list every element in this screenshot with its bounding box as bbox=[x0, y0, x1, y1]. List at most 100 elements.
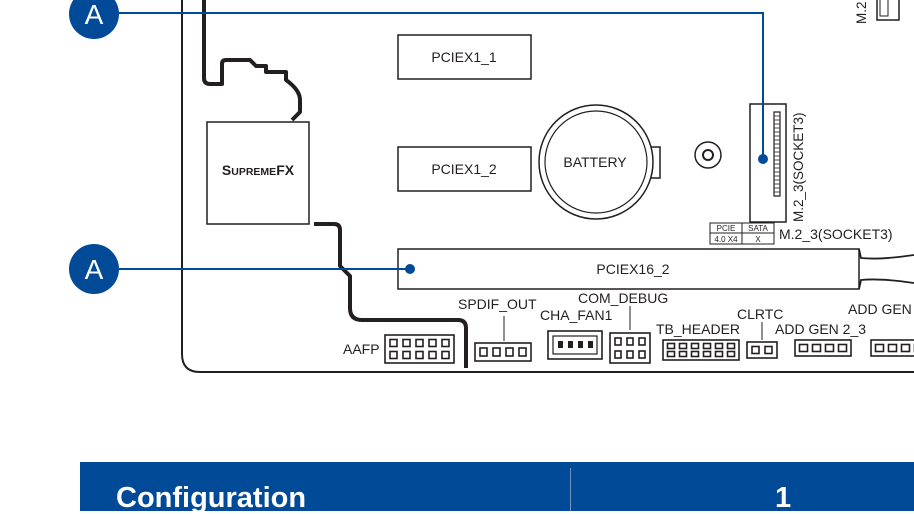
aafp-header-pin bbox=[441, 350, 450, 360]
add-gen-header-pin bbox=[874, 343, 885, 353]
spdif-out-label: SPDIF_OUT bbox=[458, 296, 537, 312]
tb-header-connector-pin bbox=[726, 350, 736, 358]
aafp-header-pin bbox=[428, 350, 437, 360]
add-gen-2-3-header-pin bbox=[798, 343, 809, 353]
tb-header-connector-pin bbox=[714, 342, 724, 350]
add-gen-2-3-header-pin bbox=[824, 343, 835, 353]
audio-isolation-line-bottom bbox=[314, 222, 468, 368]
spdif-out-header bbox=[474, 342, 532, 362]
pciex16-latch bbox=[858, 248, 914, 290]
add-gen-header-pin bbox=[887, 343, 898, 353]
column-divider bbox=[570, 468, 571, 511]
tb-header-connector-pin bbox=[726, 342, 736, 350]
tb-header-label: TB_HEADER bbox=[656, 321, 740, 337]
callout-bottom-target-dot bbox=[405, 264, 415, 274]
header-connectors bbox=[384, 330, 914, 364]
add-gen-2-3-header-pin bbox=[837, 343, 848, 353]
pciex1-1-slot bbox=[397, 34, 532, 80]
tb-header-connector-pin bbox=[690, 350, 700, 358]
m2-table-pcie-mode: 4.0 X4 bbox=[714, 235, 738, 244]
configuration-table-header: Configuration 1 bbox=[80, 462, 914, 514]
tb-header-connector-pin bbox=[678, 342, 688, 350]
spdif-out-header-pin bbox=[518, 347, 527, 357]
aafp-header-pin bbox=[402, 350, 411, 360]
spdif-out-header-housing bbox=[474, 342, 532, 362]
callout-top-target-dot bbox=[758, 154, 768, 164]
clrtc-header bbox=[746, 341, 778, 359]
pciex1-2-label: PCIEX1_2 bbox=[431, 161, 497, 177]
aafp-header-pin bbox=[389, 338, 398, 348]
aafp-header-pin bbox=[415, 350, 424, 360]
m2-top-label: M.2 bbox=[854, 1, 869, 24]
m2-table-sata-mode: X bbox=[755, 235, 761, 244]
clrtc-header-pin bbox=[751, 345, 760, 355]
clrtc-header-pin bbox=[764, 345, 773, 355]
supremefx-chip bbox=[206, 121, 310, 225]
standoff-inner bbox=[702, 149, 714, 161]
tb-header-connector-pin bbox=[690, 342, 700, 350]
tb-header-connector-pin bbox=[666, 350, 676, 358]
cha-fan1-label: CHA_FAN1 bbox=[540, 307, 613, 323]
add-gen-2-3-header bbox=[794, 339, 852, 357]
cha-fan1-pin bbox=[558, 341, 563, 348]
tb-header-connector-pin bbox=[702, 342, 712, 350]
m2-3-horizontal-label: M.2_3(SOCKET3) bbox=[779, 226, 893, 242]
audio-isolation-line-top bbox=[202, 0, 302, 122]
com-debug-header-pin bbox=[614, 350, 622, 359]
motherboard-layout-diagram: SUPREMEFX PCIEX1_1 PCIEX1_2 BATTERY M.2_… bbox=[69, 0, 914, 373]
aafp-label: AAFP bbox=[343, 341, 380, 357]
m2-top-socket bbox=[876, 0, 900, 21]
add-gen-2-3-label: ADD GEN 2_3 bbox=[775, 321, 866, 337]
cha-fan1-pin bbox=[578, 341, 583, 348]
m2-table-sata: SATA bbox=[748, 224, 768, 233]
supremefx-logo: SUPREMEFX bbox=[222, 162, 295, 178]
callout-bottom-circle bbox=[69, 244, 119, 294]
m2-pin-ticks bbox=[774, 115, 780, 193]
m2-table-pcie: PCIE bbox=[717, 224, 736, 233]
tb-header-connector-pin bbox=[666, 342, 676, 350]
tb-header-connector-pin bbox=[678, 350, 688, 358]
callout-top-circle bbox=[69, 0, 119, 39]
aafp-header-pin bbox=[441, 338, 450, 348]
add-gen-2-3-header-pin bbox=[811, 343, 822, 353]
battery-label: BATTERY bbox=[563, 154, 627, 170]
com-debug-label: COM_DEBUG bbox=[578, 290, 668, 306]
com-debug-header bbox=[609, 332, 651, 364]
m2-top-socket-inner bbox=[879, 0, 889, 17]
m2-3-vertical-label: M.2_3(SOCKET3) bbox=[791, 112, 806, 222]
spdif-out-header-pin bbox=[505, 347, 514, 357]
pciex1-2-slot bbox=[397, 146, 532, 192]
cha-fan1-connector bbox=[547, 330, 603, 360]
cha-fan1-socket bbox=[552, 335, 598, 355]
spdif-out-header-pin bbox=[492, 347, 501, 357]
add-gen-2-3-header-housing bbox=[794, 339, 852, 357]
pciex16-2-label: PCIEX16_2 bbox=[596, 261, 669, 277]
aafp-header-pin bbox=[389, 350, 398, 360]
configuration-label: Configuration bbox=[116, 482, 307, 514]
aafp-header-pin bbox=[415, 338, 424, 348]
tb-header-connector-pin bbox=[714, 350, 724, 358]
aafp-header-pin bbox=[402, 338, 411, 348]
aafp-header-pin bbox=[428, 338, 437, 348]
pciex1-1-label: PCIEX1_1 bbox=[431, 49, 497, 65]
com-debug-header-pin bbox=[626, 337, 634, 346]
tb-header-connector-pin bbox=[702, 350, 712, 358]
battery-inner bbox=[544, 110, 648, 214]
clrtc-label: CLRTC bbox=[737, 306, 783, 322]
com-debug-header-pin bbox=[638, 350, 646, 359]
com-debug-header-pin bbox=[638, 337, 646, 346]
add-gen-label: ADD GEN bbox=[848, 301, 912, 317]
cha-fan1-pin bbox=[568, 341, 573, 348]
com-debug-header-pin bbox=[626, 350, 634, 359]
tb-header-connector bbox=[662, 339, 740, 361]
callout-top-label: A bbox=[85, 0, 104, 30]
add-gen-header bbox=[870, 339, 914, 357]
com-debug-header-pin bbox=[614, 337, 622, 346]
aafp-header bbox=[384, 334, 455, 364]
board-outline bbox=[181, 0, 914, 373]
callout-bottom-label: A bbox=[85, 254, 104, 285]
configuration-value: 1 bbox=[775, 482, 792, 514]
cha-fan1-pin bbox=[588, 341, 593, 348]
spdif-out-header-pin bbox=[479, 347, 488, 357]
add-gen-header-pin bbox=[900, 343, 911, 353]
